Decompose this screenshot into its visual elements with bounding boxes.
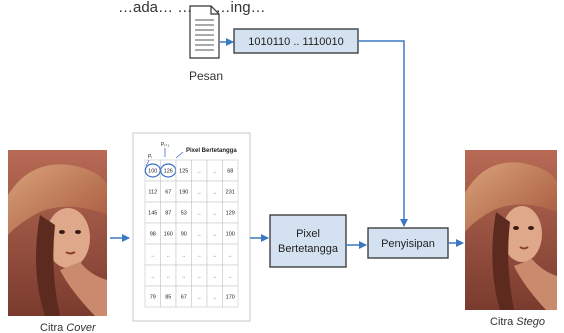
table-cell-value: .. xyxy=(213,211,217,217)
table-cell-value: 170 xyxy=(226,295,235,301)
table-cell-value: .. xyxy=(198,295,202,301)
pi-label: Pᵢ xyxy=(148,154,152,160)
table-cell-value: 129 xyxy=(226,211,235,217)
table-cell-value: .. xyxy=(182,274,186,280)
pi1-label: Pᵢ₊₁ xyxy=(161,142,170,148)
bitstream-box xyxy=(233,28,359,54)
bitstream-text: 1010110 .. 1110010 xyxy=(248,36,343,48)
table-cell-value: .. xyxy=(151,274,155,280)
document-icon xyxy=(189,5,220,59)
table-cell-value: 100 xyxy=(226,232,235,238)
table-cell-value: 100 xyxy=(148,169,157,175)
penyisipan-box xyxy=(367,227,449,259)
table-cell-value: 67 xyxy=(165,190,171,196)
table-cell-value: .. xyxy=(151,253,155,259)
pixel-table-header: Pixel Bertetangga xyxy=(186,148,237,154)
arrow-bits-to-penyisipan xyxy=(358,40,408,227)
pixel-table: 100 126 125.... 68 112 67 190.... 231 145 87 53...… xyxy=(132,132,251,322)
table-cell-value: .. xyxy=(198,169,202,175)
table-cell-value: .. xyxy=(167,253,171,259)
table-cell-value: .. xyxy=(229,274,233,280)
table-cell-value: 190 xyxy=(179,190,188,196)
stego-image xyxy=(465,150,557,310)
table-cell-value: 112 xyxy=(148,190,157,196)
cover-image xyxy=(8,150,107,316)
neighbor-pixel-line2: Bertetangga xyxy=(278,243,339,255)
neighbor-pixel-line1: Pixel xyxy=(296,228,320,240)
table-cell-value: .. xyxy=(213,190,217,196)
table-cell-value: .. xyxy=(198,211,202,217)
pi-pointer xyxy=(145,159,150,167)
table-cell-value: 145 xyxy=(148,211,157,217)
cover-label: Citra Cover xyxy=(40,322,97,333)
neighbor-pixel-box xyxy=(269,214,347,268)
table-cell-value: .. xyxy=(167,274,171,280)
table-cell-value: .. xyxy=(213,169,217,175)
table-cell xyxy=(222,285,239,308)
penyisipan-label: Penyisipan xyxy=(381,238,435,250)
table-cell-value: 90 xyxy=(181,232,187,238)
table-cell-value: .. xyxy=(198,232,202,238)
table-cell-value: .. xyxy=(213,274,217,280)
stego-label: Citra Stego xyxy=(490,316,545,328)
table-cell-value: .. xyxy=(229,253,233,259)
table-cell-value: 53 xyxy=(181,211,187,217)
table-cell-value: .. xyxy=(198,190,202,196)
table-cell-value: .. xyxy=(213,295,217,301)
table-cell-value: 79 xyxy=(150,295,156,301)
table-cell-value: .. xyxy=(198,274,202,280)
table-cell-value: 85 xyxy=(165,295,171,301)
table-cell-value: 126 xyxy=(164,169,173,175)
table-cell-value: 67 xyxy=(181,295,187,301)
table-cell-value: .. xyxy=(198,253,202,259)
header-pointer xyxy=(175,151,184,159)
table-cell-value: .. xyxy=(182,253,186,259)
table-cell-value: .. xyxy=(213,232,217,238)
table-cell-value: 68 xyxy=(227,169,233,175)
table-cell-value: 160 xyxy=(164,232,173,238)
table-cell-value: .. xyxy=(213,253,217,259)
table-cell-value: 87 xyxy=(165,211,171,217)
pesan-label: Pesan xyxy=(189,69,223,83)
table-cell-value: 231 xyxy=(226,190,235,196)
table-cell-value: 125 xyxy=(179,169,188,175)
table-cell-value: 98 xyxy=(150,232,156,238)
